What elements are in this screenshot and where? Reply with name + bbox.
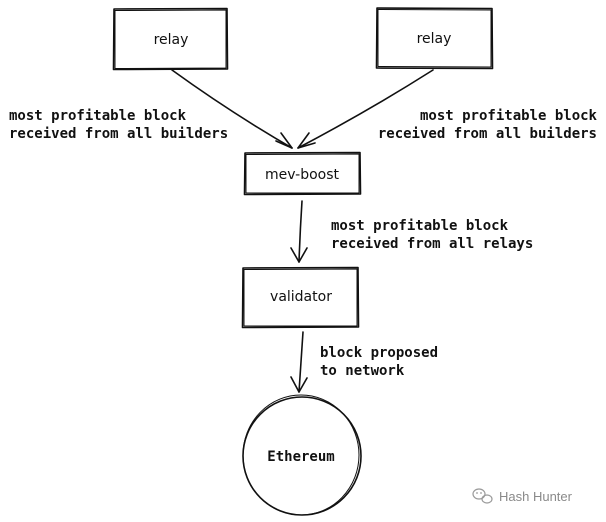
- arrow-mev-boost-to-validator: [290, 200, 308, 263]
- watermark: Hash Hunter: [472, 488, 573, 504]
- edge-label-right: most profitable block received from all …: [378, 108, 598, 142]
- ethereum-label: Ethereum: [267, 449, 334, 465]
- edge-label-left-line1: most profitable block: [9, 108, 187, 124]
- edge-label-validator: block proposed to network: [320, 345, 438, 379]
- watermark-text: Hash Hunter: [499, 489, 573, 504]
- edge-label-validator-line1: block proposed: [320, 345, 438, 361]
- edge-label-mev-boost-line2: received from all relays: [331, 236, 533, 252]
- validator-node: validator: [241, 266, 360, 329]
- validator-label: validator: [270, 289, 332, 305]
- relay-right-node: relay: [375, 7, 494, 70]
- edge-label-right-line1: most profitable block: [420, 108, 598, 124]
- mev-boost-node: mev-boost: [243, 151, 362, 196]
- edge-label-left: most profitable block received from all …: [9, 108, 228, 142]
- relay-right-label: relay: [417, 31, 452, 47]
- edge-label-mev-boost-line1: most profitable block: [331, 218, 509, 234]
- arrow-validator-to-ethereum: [290, 331, 308, 393]
- relay-left-node: relay: [112, 7, 229, 71]
- wechat-icon: [472, 488, 493, 504]
- edge-label-validator-line2: to network: [320, 363, 405, 379]
- relay-left-label: relay: [154, 32, 189, 48]
- arrow-relay-left-to-mev-boost: [171, 69, 293, 149]
- ethereum-node: Ethereum: [242, 394, 362, 516]
- edge-label-mev-boost: most profitable block received from all …: [331, 218, 533, 252]
- edge-label-left-line2: received from all builders: [9, 126, 228, 142]
- mev-boost-label: mev-boost: [265, 167, 340, 183]
- edge-label-right-line2: received from all builders: [378, 126, 597, 142]
- arrow-relay-right-to-mev-boost: [297, 69, 434, 149]
